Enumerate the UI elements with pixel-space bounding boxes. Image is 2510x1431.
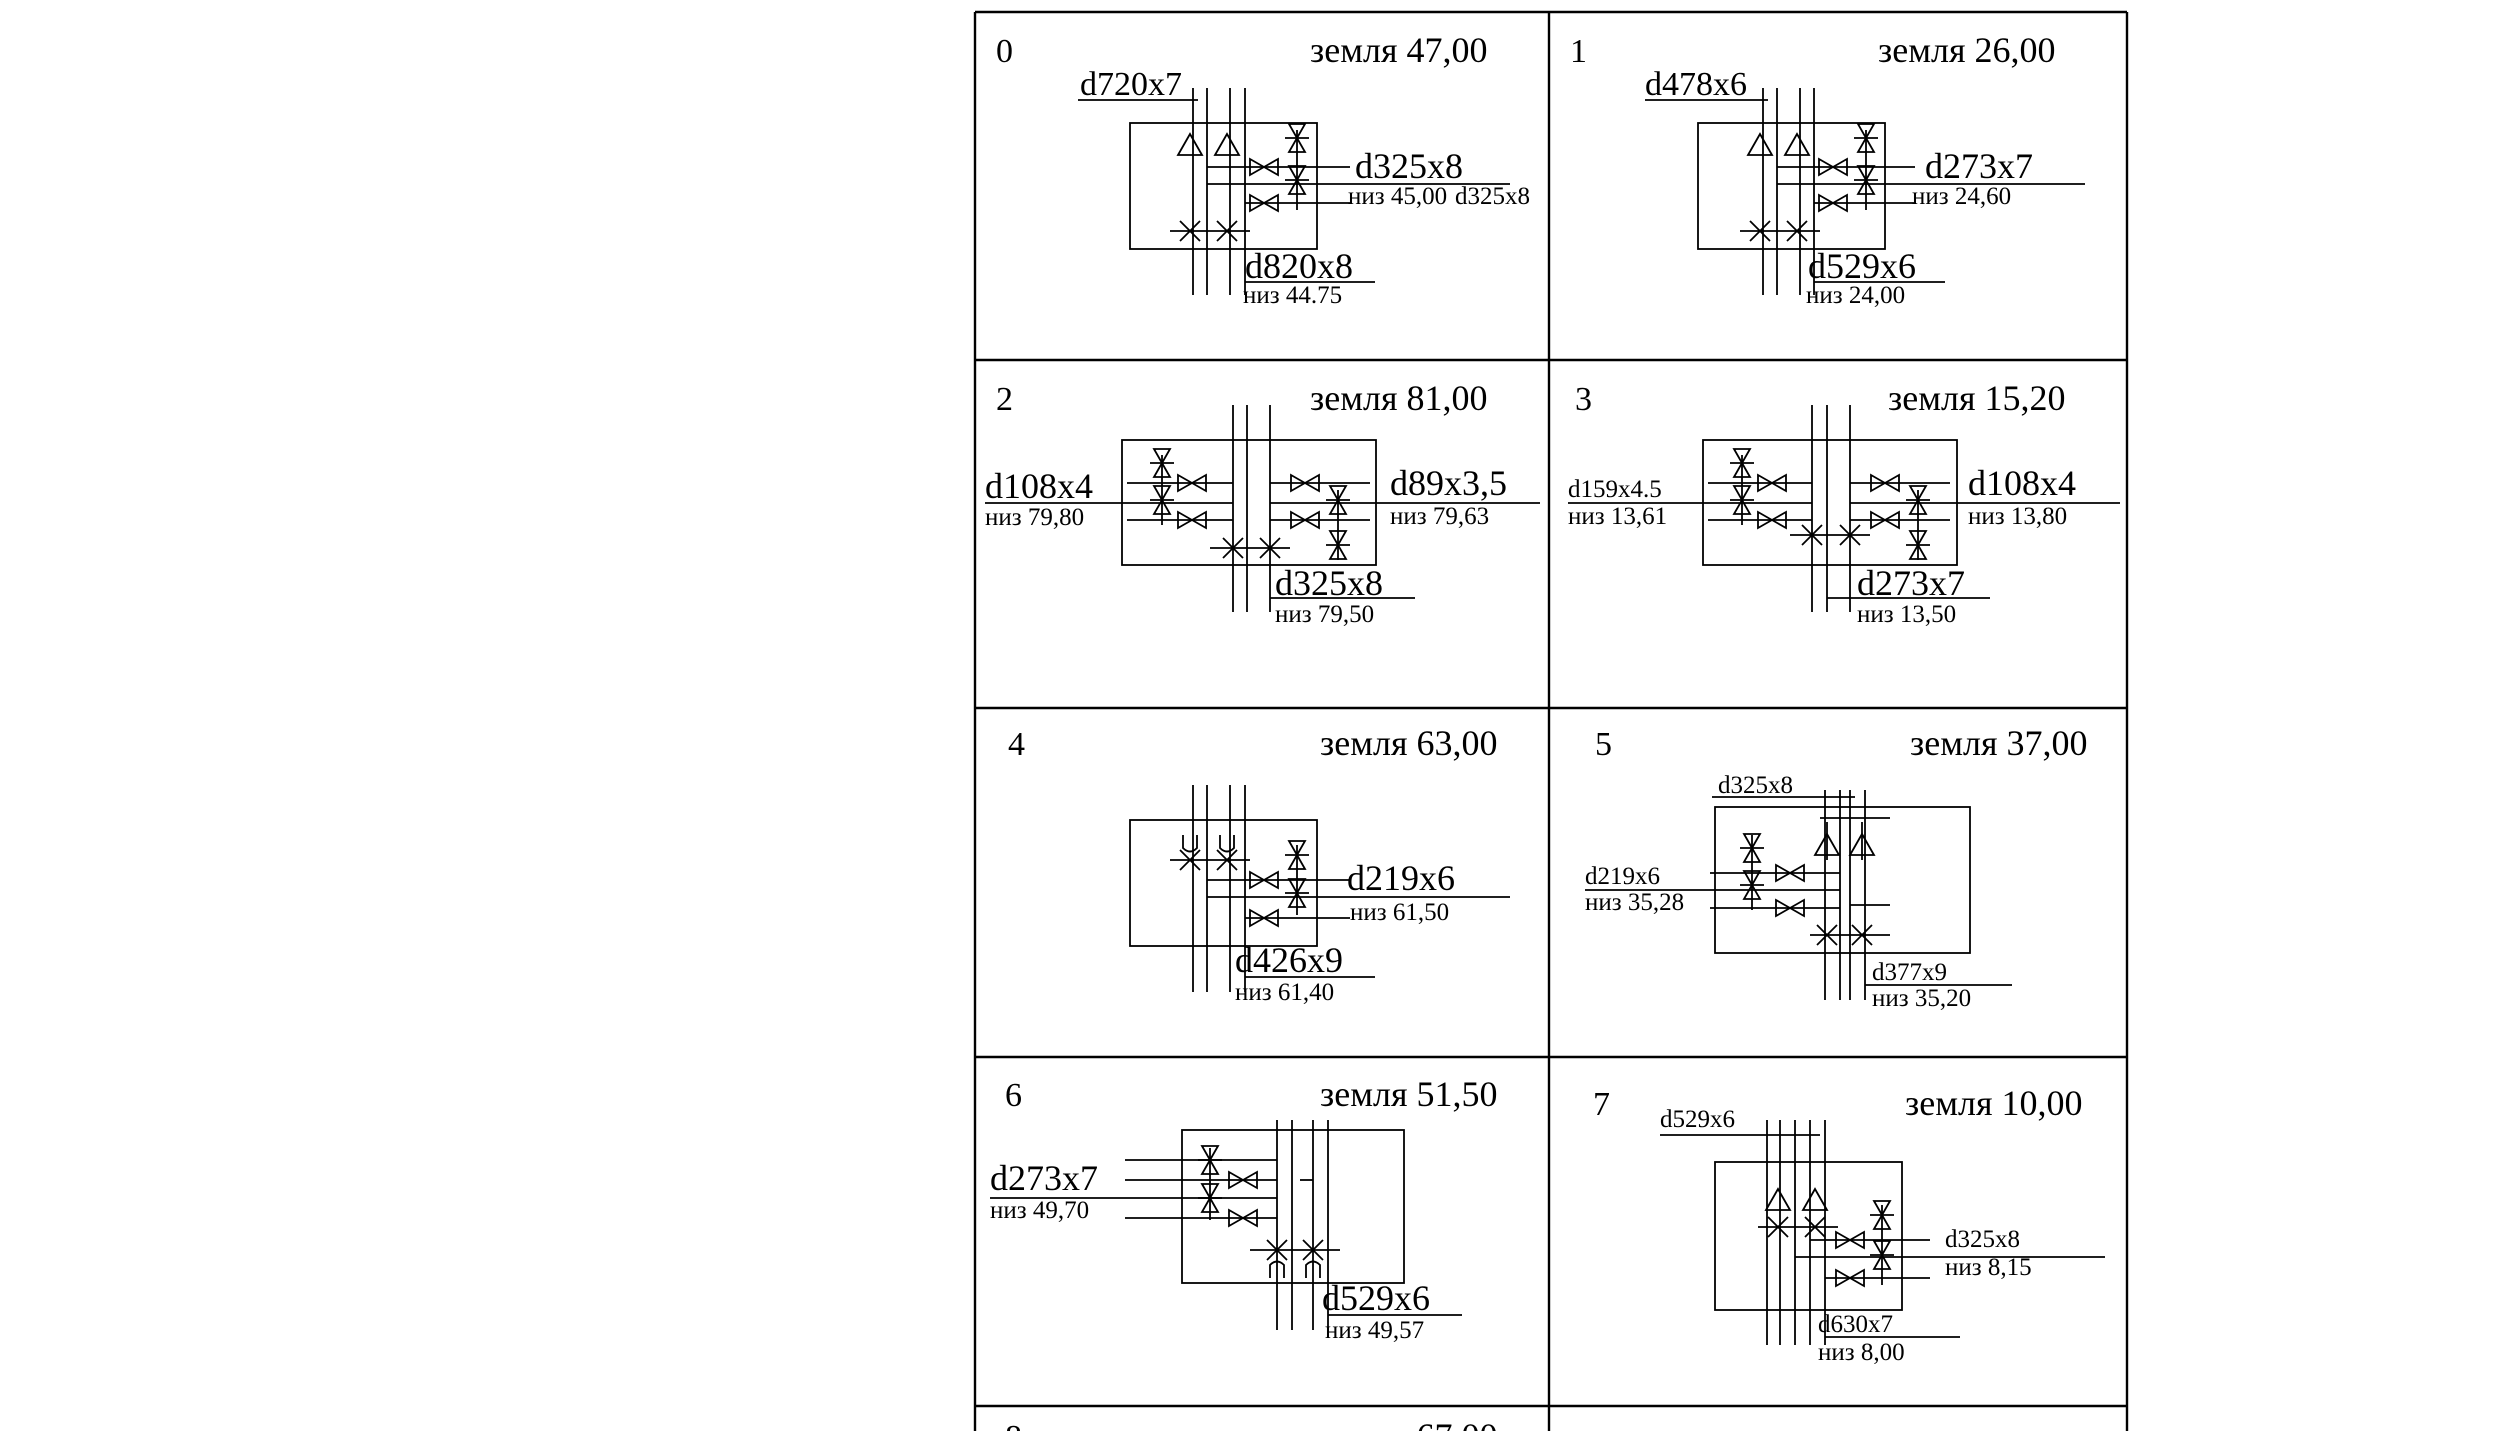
branch-pipe-label: d325x8 (1945, 1226, 2020, 1253)
outlet-bottom-label: низ 8,00 (1818, 1339, 1905, 1366)
cell-number: 8 (1005, 1419, 1022, 1431)
node-cell-7: 7 земля 10,00 d529x6 d325x8 низ 8,15 d63… (1593, 1083, 2105, 1366)
outlet-pipe-label: d273x7 (1857, 563, 1965, 603)
table-frame (973, 10, 2129, 1431)
left-pipe-label: d273x7 (990, 1158, 1098, 1198)
cell-number: 5 (1595, 726, 1612, 763)
outlet-pipe-label: d377x9 (1872, 959, 1947, 986)
left-bottom-label: низ 49,70 (990, 1197, 1089, 1224)
ground-level-label: земля 63,00 (1320, 723, 1498, 763)
right-pipe-label: d89x3,5 (1390, 463, 1507, 503)
left-pipe-label: d219x6 (1585, 863, 1660, 890)
main-pipe-label: d529x6 (1660, 1106, 1735, 1133)
ground-level-label: земля 26,00 (1878, 30, 2056, 70)
branch-pipe-label: d273x7 (1925, 146, 2033, 186)
cell-number: 1 (1570, 33, 1587, 70)
left-pipe-label: d108x4 (985, 466, 1093, 506)
main-pipe-label: d325x8 (1718, 772, 1793, 799)
outlet-pipe-label: d426x9 (1235, 940, 1343, 980)
right-bottom-label: низ 79,63 (1390, 503, 1489, 530)
left-bottom-label: низ 13,61 (1568, 503, 1667, 530)
outlet-pipe-label: d630x7 (1818, 1311, 1893, 1338)
node-cell-1: 1 земля 26,00 d478x6 d273x7 низ 24,60 d5… (1570, 30, 2085, 309)
cell-number: 4 (1008, 726, 1025, 763)
branch-bottom-label: низ 61,50 (1350, 899, 1449, 926)
outlet-bottom-label: низ 61,40 (1235, 979, 1334, 1006)
node-cell-5: 5 земля 37,00 d325x8 d219x6 низ 35,28 d3… (1585, 723, 2088, 1012)
branch-pipe-label: d325x8 (1355, 146, 1463, 186)
ground-level-label: земля 37,00 (1910, 723, 2088, 763)
outlet-bottom-label: низ 35,20 (1872, 985, 1971, 1012)
ground-level-label: земля 15,20 (1888, 378, 2066, 418)
ground-level-label: земля 67,00 (1320, 1416, 1498, 1431)
left-bottom-label: низ 79,80 (985, 504, 1084, 531)
branch-bottom-label: низ 24,60 (1912, 183, 2011, 210)
branch-bottom-label: низ 45,00 (1348, 183, 1447, 210)
main-pipe-label: d720x7 (1080, 66, 1182, 103)
node-cell-4: 4 земля 63,00 d219x6 низ 61,50 d426x9 ни… (1008, 723, 1510, 1006)
ground-level-label: земля 81,00 (1310, 378, 1488, 418)
ground-level-label: земля 10,00 (1905, 1083, 2083, 1123)
outlet-pipe-label: d529x6 (1322, 1278, 1430, 1318)
ground-level-label: земля 51,50 (1320, 1074, 1498, 1114)
left-bottom-label: низ 35,28 (1585, 889, 1684, 916)
outlet-bottom-label: низ 44.75 (1243, 282, 1342, 309)
node-cell-0: 0 земля 47,00 d720x7 d325x8 низ 45,00 d3… (996, 30, 1530, 309)
right-bottom-label: низ 13,80 (1968, 503, 2067, 530)
node-cell-8: 8 земля 67,00 (1005, 1416, 1498, 1431)
outlet-pipe-label: d325x8 (1275, 563, 1383, 603)
node-cell-6: 6 земля 51,50 d273x7 низ 49,70 d529x6 ни… (990, 1074, 1498, 1344)
cell-number: 7 (1593, 1086, 1610, 1123)
cell-number: 2 (996, 381, 1013, 418)
main-pipe-label: d478x6 (1645, 66, 1747, 103)
node-cell-2: 2 земля 81,00 d108x4 низ 79,80 d89x3,5 н… (985, 378, 1540, 628)
outlet-bottom-label: низ 13,50 (1857, 601, 1956, 628)
right-pipe-label: d108x4 (1968, 463, 2076, 503)
cell-number: 3 (1575, 381, 1592, 418)
node-cell-3: 3 земля 15,20 d159x4.5 низ 13,61 d108x4 … (1568, 378, 2120, 628)
ground-level-label: земля 47,00 (1310, 30, 1488, 70)
branch-pipe-2-label: d325x8 (1455, 183, 1530, 210)
outlet-bottom-label: низ 79,50 (1275, 601, 1374, 628)
cell-number: 6 (1005, 1077, 1022, 1114)
cell-number: 0 (996, 33, 1013, 70)
outlet-pipe-label: d529x6 (1808, 246, 1916, 286)
outlet-bottom-label: низ 24,00 (1806, 282, 1905, 309)
branch-bottom-label: низ 8,15 (1945, 1254, 2032, 1281)
left-pipe-label: d159x4.5 (1568, 476, 1662, 503)
outlet-bottom-label: низ 49,57 (1325, 1317, 1424, 1344)
branch-pipe-label: d219x6 (1347, 858, 1455, 898)
outlet-pipe-label: d820x8 (1245, 246, 1353, 286)
